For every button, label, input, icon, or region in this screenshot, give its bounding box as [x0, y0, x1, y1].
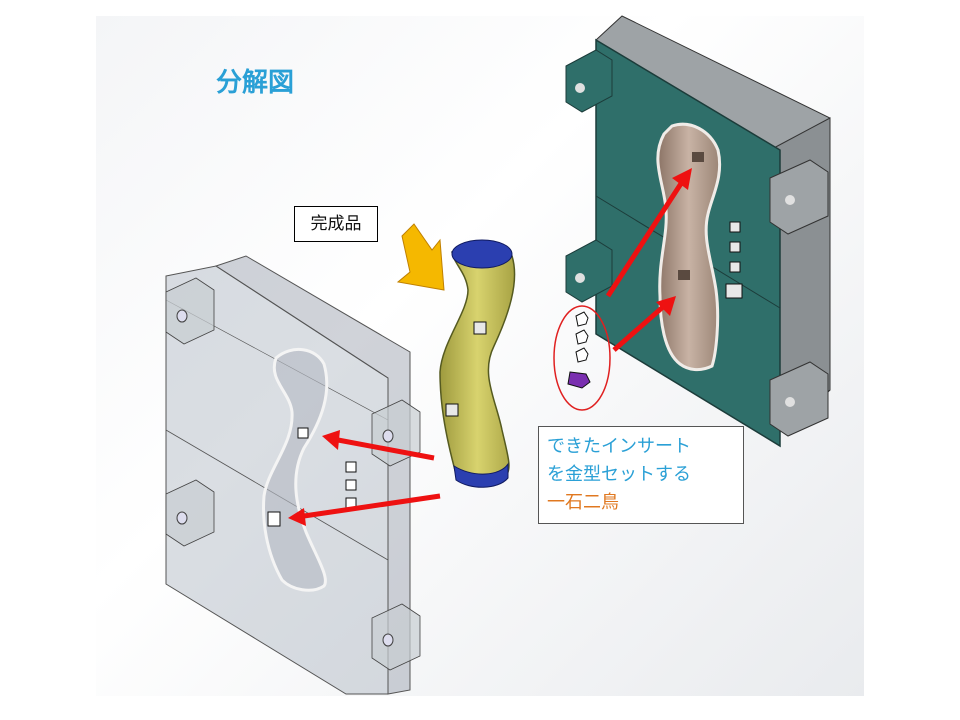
clear-mold-block — [165, 277, 215, 345]
insert-seat — [729, 261, 741, 273]
purple-insert — [567, 371, 591, 389]
insert-seat — [725, 283, 743, 299]
note-line-2: を金型セットする — [547, 464, 691, 485]
clear-mold-block — [371, 603, 421, 671]
finished-part — [439, 239, 516, 488]
finished-product-label: 完成品 — [294, 206, 378, 242]
callout-arrow — [396, 223, 445, 291]
cavity-slot — [678, 270, 690, 280]
page-title: 分解図 — [216, 68, 295, 98]
mold-corner-block — [769, 159, 829, 235]
clear-mold-cavity — [262, 348, 329, 592]
clear-mold-block — [165, 479, 215, 547]
mold-corner-block — [769, 361, 829, 437]
mold-corner-block — [565, 49, 613, 113]
note-line-3: 一石二鳥 — [547, 492, 619, 513]
part-body — [439, 245, 516, 485]
note-box: できたインサート を金型セットする 一石二鳥 — [538, 426, 744, 524]
teal-mold-plate — [565, 15, 831, 448]
red-arrows — [288, 168, 692, 526]
part-top-cap — [451, 239, 513, 269]
insert-highlight-ellipse — [553, 305, 611, 411]
insert-seat — [729, 241, 741, 253]
loose-inserts — [567, 311, 591, 389]
part-bottom-cap — [453, 462, 509, 488]
mold-cavity — [656, 122, 722, 372]
transparent-mold — [165, 255, 421, 695]
cavity-slot — [692, 152, 704, 162]
insert-seat — [729, 221, 741, 233]
note-line-1: できたインサート — [547, 436, 691, 457]
